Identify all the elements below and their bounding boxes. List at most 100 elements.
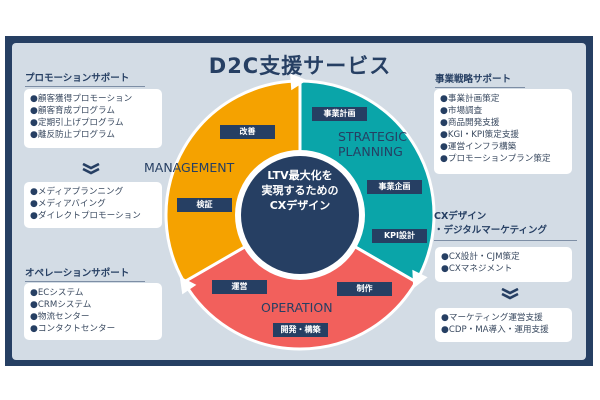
list-item: ●市場調査 — [440, 105, 566, 117]
center-line: 実現するための — [261, 184, 339, 197]
cx-heading: CXデザイン ・デジタルマーケティング — [434, 210, 577, 241]
bullet-icon: ● — [30, 94, 38, 104]
cx-heading-line: ・デジタルマーケティング — [434, 225, 548, 236]
list-item-text: 離反防止プログラム — [37, 130, 115, 140]
list-item: ●メディアプランニング — [30, 186, 156, 198]
label-production: 制作 — [337, 282, 392, 296]
list-item: ●コンタクトセンター — [30, 323, 156, 335]
bullet-icon: ● — [441, 313, 449, 323]
management-label: MANAGEMENT — [144, 160, 235, 175]
list-item: ●商品開発支援 — [440, 117, 566, 129]
bullet-icon: ● — [30, 118, 38, 128]
bullet-icon: ● — [440, 130, 448, 140]
list-item-text: 運営インフラ構築 — [447, 142, 517, 152]
arrow-head-icon — [412, 269, 428, 289]
chevron-down-icon — [82, 163, 100, 175]
list-item-text: マーケティング運営支援 — [448, 313, 543, 323]
label-plan: 事業計画 — [312, 107, 367, 121]
bullet-icon: ● — [441, 252, 449, 262]
list-item: ●運営インフラ構築 — [440, 141, 566, 153]
bullet-icon: ● — [30, 130, 38, 140]
cx-list: ●CX設計・CJM策定●CXマネジメント — [435, 247, 572, 282]
list-item-text: プロモーションプラン策定 — [447, 154, 551, 164]
list-item-text: メディアバイング — [37, 199, 106, 209]
segment-operation — [181, 213, 419, 351]
list-item-text: コンタクトセンター — [37, 324, 116, 334]
operation-label: OPERATION — [261, 300, 333, 315]
cx-heading-line: CXデザイン — [434, 211, 487, 222]
operation-heading: オペレーションサポート — [25, 265, 145, 282]
center-circle — [241, 156, 359, 274]
bullet-icon: ● — [30, 300, 38, 310]
bullet-icon: ● — [441, 325, 449, 335]
label-development: 開発・構築 — [273, 323, 328, 337]
bullet-icon: ● — [440, 94, 448, 104]
promotion-heading: プロモーションサポート — [25, 70, 145, 87]
list-item-text: ECシステム — [37, 288, 84, 298]
bullet-icon: ● — [30, 211, 38, 221]
list-item: ●ダイレクトプロモーション — [30, 210, 156, 222]
bullet-icon: ● — [30, 288, 38, 298]
list-item: ●離反防止プログラム — [30, 129, 156, 141]
bullet-icon: ● — [440, 106, 448, 116]
strategy-heading: 事業戦略サポート — [435, 71, 525, 88]
list-item-text: CRMシステム — [37, 300, 92, 310]
center-line: CXデザイン — [269, 199, 331, 212]
segment-line: STRATEGIC — [338, 129, 407, 144]
list-item: ●マーケティング運営支援 — [441, 312, 566, 324]
list-item: ●CDP・MA導入・運用支援 — [441, 324, 566, 336]
list-item: ●顧客獲得プロモーション — [30, 93, 156, 105]
list-item: ●物流センター — [30, 311, 156, 323]
operation-list: ●ECシステム●CRMシステム●物流センター●コンタクトセンター — [24, 283, 162, 340]
bullet-icon: ● — [30, 199, 38, 209]
chevron-down-icon — [501, 288, 519, 300]
list-item-text: 事業計画策定 — [447, 94, 500, 104]
list-item-text: CX設計・CJM策定 — [448, 252, 520, 262]
bullet-icon: ● — [30, 324, 38, 334]
list-item-text: KGI・KPI策定支援 — [447, 130, 520, 140]
label-operation: 運営 — [212, 280, 267, 294]
bullet-icon: ● — [441, 264, 449, 274]
bullet-icon: ● — [440, 118, 448, 128]
list-item: ●事業計画策定 — [440, 93, 566, 105]
segment-line: PLANNING — [338, 144, 403, 159]
list-item: ●顧客育成プログラム — [30, 105, 156, 117]
bullet-icon: ● — [30, 187, 38, 197]
promotion-list: ●顧客獲得プロモーション●顧客育成プログラム●定期引上げプログラム●離反防止プロ… — [24, 89, 162, 148]
list-item-text: 顧客獲得プロモーション — [37, 94, 133, 104]
center-text: LTV最大化を 実現するための CXデザイン — [240, 168, 360, 213]
list-item-text: CXマネジメント — [448, 264, 513, 274]
list-item: ●KGI・KPI策定支援 — [440, 129, 566, 141]
strategy-list: ●事業計画策定●市場調査●商品開発支援●KGI・KPI策定支援●運営インフラ構築… — [434, 89, 572, 174]
list-item-text: 市場調査 — [447, 106, 483, 116]
list-item: ●ECシステム — [30, 287, 156, 299]
bullet-icon: ● — [30, 106, 38, 116]
label-verify: 検証 — [177, 198, 232, 212]
marketing-list: ●マーケティング運営支援●CDP・MA導入・運用支援 — [435, 308, 572, 342]
list-item-text: ダイレクトプロモーション — [37, 211, 141, 221]
list-item-text: CDP・MA導入・運用支援 — [448, 325, 549, 335]
bullet-icon: ● — [30, 312, 38, 322]
media-list: ●メディアプランニング●メディアバイング●ダイレクトプロモーション — [24, 182, 162, 228]
list-item-text: 物流センター — [37, 312, 90, 322]
arrow-head-icon — [179, 276, 197, 295]
list-item: ●CX設計・CJM策定 — [441, 251, 566, 263]
list-item-text: 商品開発支援 — [447, 118, 500, 128]
list-item: ●CXマネジメント — [441, 263, 566, 275]
bullet-icon: ● — [440, 154, 448, 164]
center-line: LTV最大化を — [267, 169, 333, 182]
strategic-planning-label: STRATEGIC PLANNING — [338, 129, 407, 159]
list-item-text: 顧客育成プログラム — [37, 106, 115, 116]
list-item: ●メディアバイング — [30, 198, 156, 210]
label-planning: 事業企画 — [367, 180, 422, 194]
list-item-text: メディアプランニング — [37, 187, 124, 197]
label-kpi: KPI設計 — [372, 229, 427, 243]
label-improve: 改善 — [220, 125, 275, 139]
list-item: ●プロモーションプラン策定 — [440, 153, 566, 165]
bullet-icon: ● — [440, 142, 448, 152]
list-item-text: 定期引上げプログラム — [37, 118, 124, 128]
list-item: ●定期引上げプログラム — [30, 117, 156, 129]
page-title: D2C支援サービス — [208, 54, 392, 78]
arrow-head-icon — [290, 73, 308, 91]
